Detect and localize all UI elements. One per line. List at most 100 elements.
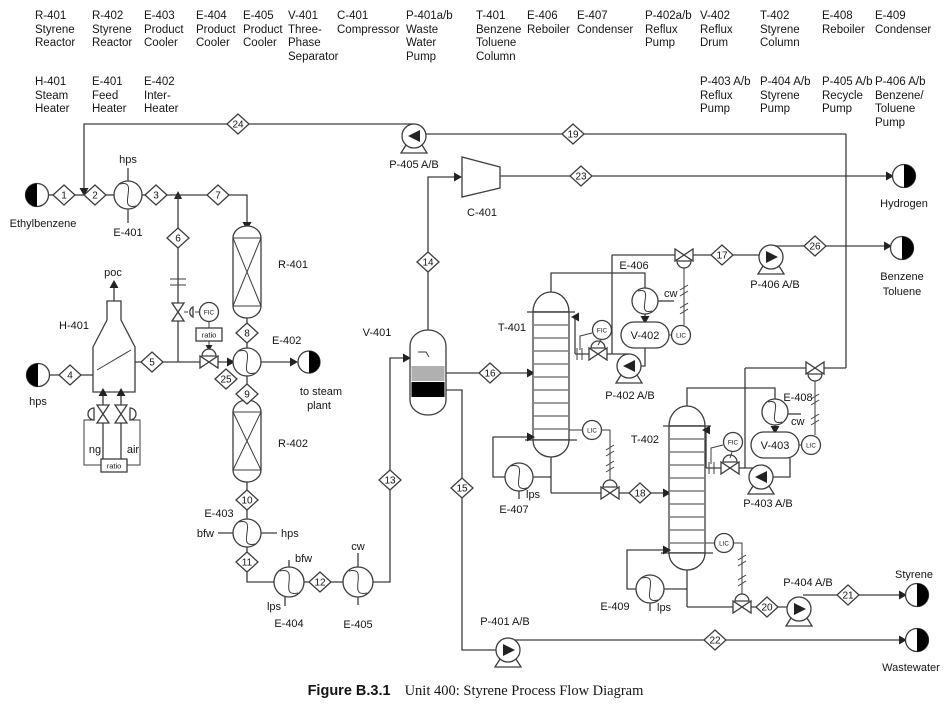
legend-item-p406: P-406 A/b Benzene/ Toluene Pump bbox=[875, 76, 926, 129]
svg-text:12: 12 bbox=[314, 578, 326, 589]
legend-item-v401: V-401 Three- Phase Separator bbox=[288, 10, 339, 63]
stream-10: 10 bbox=[235, 489, 259, 511]
compressor-c401: C-401 bbox=[461, 156, 894, 219]
stream-14: 14 bbox=[416, 251, 440, 273]
furnace-h401: poc H-401 bbox=[59, 267, 167, 393]
stream-13: 13 bbox=[378, 469, 402, 491]
separator-v401: V-401 bbox=[363, 172, 535, 651]
legend-item-r401: R-401 Styrene Reactor bbox=[35, 10, 76, 50]
e409-label: E-409 bbox=[600, 601, 629, 613]
stream-9: 9 bbox=[235, 383, 259, 405]
legend-item-e409: E-409 Condenser bbox=[875, 10, 932, 36]
legend-item-e408: E-408 Reboiler bbox=[822, 10, 865, 36]
legend-item-e404: E-404 Product Cooler bbox=[196, 10, 236, 50]
legend-item-e406: E-406 Reboiler bbox=[527, 10, 570, 36]
pump-p402: P-402 A/B bbox=[605, 353, 655, 402]
furnace-fuel-train: ng air ratio bbox=[83, 388, 141, 473]
ng-valve-actuator-icon bbox=[87, 407, 95, 421]
exchanger-e401: hps E-401 bbox=[113, 154, 142, 239]
legend-item-e405: E-405 Product Cooler bbox=[243, 10, 283, 50]
legend-item-v402: V-402 Reflux Drum bbox=[700, 10, 733, 50]
wastewater-label: Wastewater bbox=[882, 662, 940, 674]
steam-control-valve bbox=[167, 348, 235, 370]
styrene-output: Styrene bbox=[895, 569, 933, 608]
t401-reflux-loop: FIC bbox=[571, 255, 629, 362]
stream-3: 3 bbox=[144, 184, 168, 206]
column-t402: T-402 bbox=[631, 387, 776, 607]
svg-text:3: 3 bbox=[153, 191, 159, 202]
recycle-lines bbox=[79, 123, 847, 368]
svg-text:18: 18 bbox=[634, 489, 646, 500]
svg-text:4: 4 bbox=[67, 371, 73, 382]
stream-17: 17 bbox=[710, 244, 734, 266]
to-steam-label-1: to steam bbox=[300, 386, 342, 398]
stream-6: 6 bbox=[166, 227, 190, 249]
wastewater-output: Wastewater bbox=[882, 627, 940, 674]
lic-controller-v402 bbox=[670, 324, 692, 346]
svg-text:LIC: LIC bbox=[806, 443, 816, 450]
stream-11: 11 bbox=[235, 551, 259, 573]
legend-item-h401: H-401 Steam Heater bbox=[35, 76, 70, 116]
svg-text:5: 5 bbox=[149, 358, 155, 369]
hydrogen-output: Hydrogen bbox=[880, 163, 928, 210]
figure-title: Unit 400: Styrene Process Flow Diagram bbox=[404, 683, 644, 699]
exchanger-e404: bfw lps E-404 bbox=[267, 553, 343, 630]
e406-cw-label: cw bbox=[664, 288, 678, 300]
t402-label: T-402 bbox=[631, 434, 659, 446]
svg-text:23: 23 bbox=[575, 172, 587, 183]
pump-p404: P-404 A/B bbox=[783, 577, 907, 627]
e409-lps-label: lps bbox=[657, 602, 672, 614]
svg-text:6: 6 bbox=[175, 234, 181, 245]
e407-label: E-407 bbox=[499, 504, 528, 516]
t402-bottoms: LIC bbox=[687, 532, 787, 615]
r401-label: R-401 bbox=[278, 259, 308, 271]
pump-p403: P-403 A/B bbox=[743, 464, 793, 510]
legend-item-p403: P-403 A/b Reflux Pump bbox=[700, 76, 751, 116]
stream-20: 20 bbox=[755, 596, 779, 618]
e408-label: E-408 bbox=[783, 392, 812, 404]
ratio-label: ratio bbox=[107, 462, 122, 471]
svg-text:25: 25 bbox=[220, 375, 232, 386]
svg-text:1: 1 bbox=[61, 191, 67, 202]
v403-label: V-403 bbox=[761, 440, 790, 452]
svg-text:10: 10 bbox=[241, 496, 253, 507]
lic-controller-v403 bbox=[800, 434, 822, 456]
legend-item-t401: T-401 Benzene Toluene Column bbox=[476, 10, 522, 63]
stream-24: 24 bbox=[226, 113, 250, 135]
svg-text:16: 16 bbox=[484, 369, 496, 380]
e404-label: E-404 bbox=[274, 618, 303, 630]
svg-text:ratio: ratio bbox=[202, 331, 217, 340]
legend-item-t402: T-402 Styrene Column bbox=[760, 10, 800, 50]
exchanger-e402: E-402 bbox=[232, 335, 301, 384]
stream-19: 19 bbox=[561, 123, 585, 145]
reactor-r402: R-402 bbox=[232, 399, 308, 519]
svg-text:21: 21 bbox=[842, 591, 854, 602]
svg-text:14: 14 bbox=[422, 258, 434, 269]
hydrogen-label: Hydrogen bbox=[880, 198, 928, 210]
stream-22: 22 bbox=[703, 629, 727, 651]
legend-item-r402: R-402 Styrene Reactor bbox=[92, 10, 133, 50]
steam-branch: FIC ratio bbox=[170, 195, 223, 362]
pump-p405: P-405 A/B bbox=[389, 123, 439, 171]
c401-label: C-401 bbox=[467, 207, 497, 219]
fic-controller-t402 bbox=[722, 431, 744, 453]
svg-text:9: 9 bbox=[244, 390, 250, 401]
stream-12: 12 bbox=[308, 571, 332, 593]
e401-hps-label: hps bbox=[119, 154, 137, 166]
benzene-toluene-output: Benzene Toluene bbox=[880, 235, 924, 298]
svg-text:8: 8 bbox=[244, 329, 250, 340]
reflux-drum-v403: V-403 LIC bbox=[750, 381, 822, 478]
ethylbenzene-label: Ethylbenzene bbox=[10, 218, 77, 230]
p401-label: P-401 A/B bbox=[480, 616, 530, 628]
reboiler-e409: lps E-409 bbox=[600, 545, 687, 614]
stream-21: 21 bbox=[836, 584, 860, 606]
v401-light-phase-band bbox=[411, 366, 445, 381]
svg-text:17: 17 bbox=[716, 251, 728, 262]
svg-text:2: 2 bbox=[92, 191, 98, 202]
r402-label: R-402 bbox=[278, 438, 308, 450]
styrene-label: Styrene bbox=[895, 569, 933, 581]
v401-label: V-401 bbox=[363, 327, 392, 339]
ethylbenzene-feed: Ethylbenzene bbox=[10, 182, 252, 230]
legend-item-e402: E-402 Inter- Heater bbox=[144, 76, 179, 116]
legend-item-p405: P-405 A/b Recycle Pump bbox=[822, 76, 873, 116]
